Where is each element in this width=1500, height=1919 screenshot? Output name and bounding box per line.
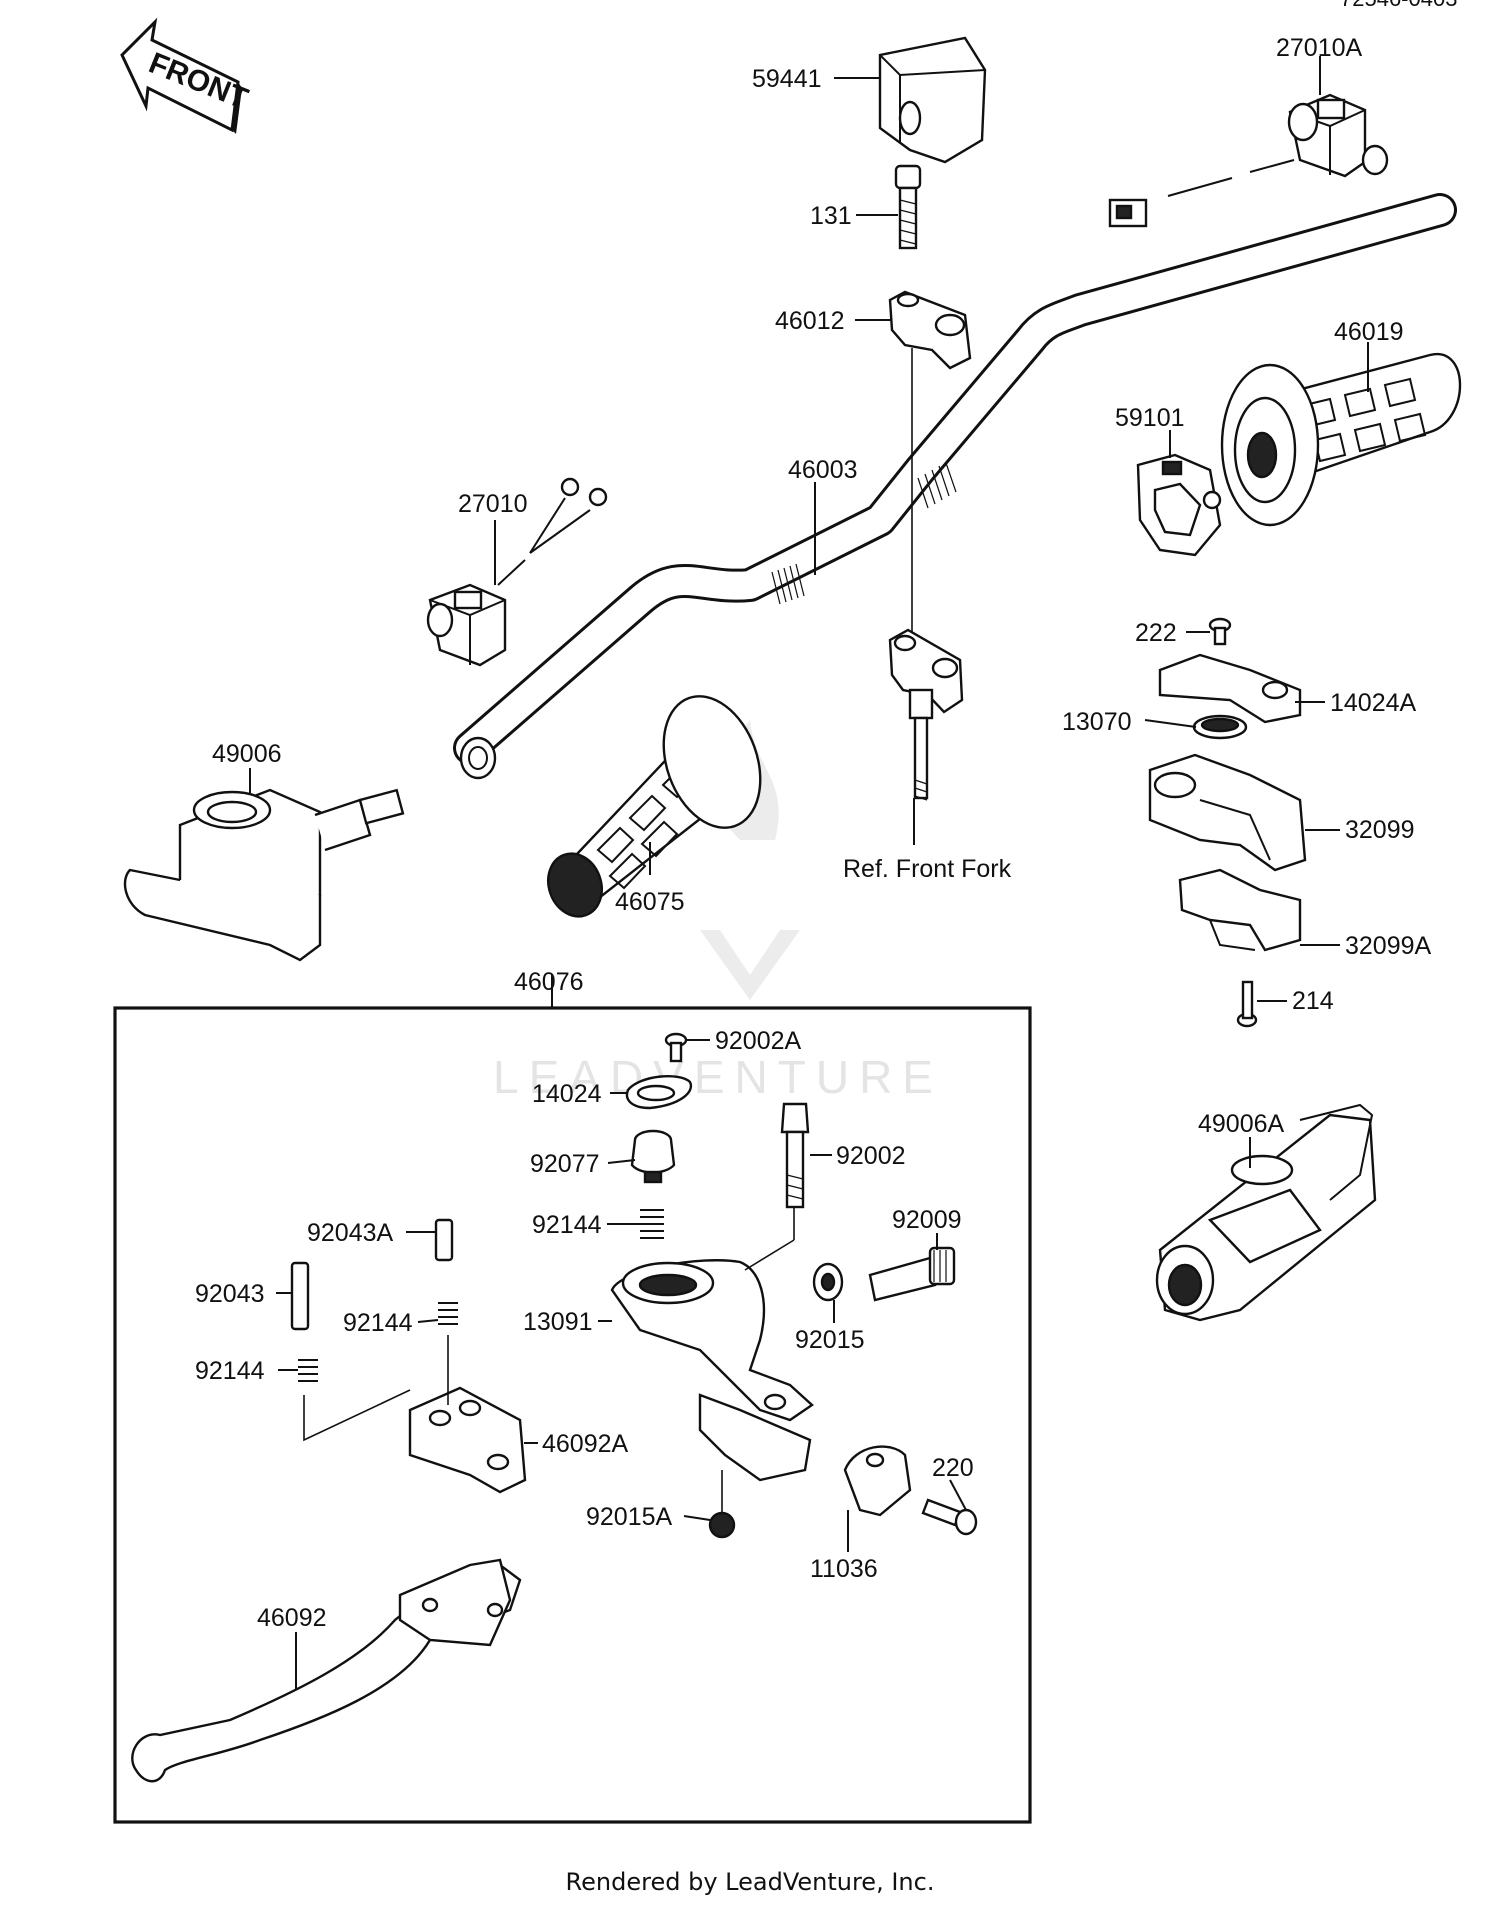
nut-92015 <box>812 1262 844 1302</box>
label-46003: 46003 <box>788 456 858 484</box>
lower-holder <box>888 628 964 801</box>
label-92015: 92015 <box>795 1326 865 1354</box>
assembly-box-46076 <box>113 1006 1032 1824</box>
label-92015A: 92015A <box>586 1503 673 1531</box>
label-220: 220 <box>932 1454 974 1482</box>
label-46012: 46012 <box>775 307 845 335</box>
pin-92043A <box>434 1218 454 1262</box>
holder-46092A <box>408 1386 527 1494</box>
piston-92077 <box>630 1129 676 1184</box>
label-13091: 13091 <box>523 1308 593 1336</box>
label-14024: 14024 <box>532 1080 602 1108</box>
front-arrow: FRONT <box>120 17 252 134</box>
label-92077: 92077 <box>530 1150 600 1178</box>
switch-27010A <box>1108 93 1389 228</box>
cover-59441 <box>878 36 987 164</box>
label-59441: 59441 <box>752 65 822 93</box>
lever-46092 <box>131 1558 522 1783</box>
housing-32099A <box>1178 868 1302 952</box>
gasket-14024 <box>625 1075 693 1110</box>
housing-59101 <box>1136 453 1222 557</box>
label-27010A: 27010A <box>1276 34 1363 62</box>
label-46076: 46076 <box>514 968 584 996</box>
label-222: 222 <box>1135 619 1177 647</box>
spring-92144-mid <box>438 1302 458 1325</box>
holder-46012 <box>888 290 972 370</box>
label-49006: 49006 <box>212 740 282 768</box>
watermark-text: LEADVENTURE <box>493 1051 943 1103</box>
label-59101: 59101 <box>1115 404 1185 432</box>
label-49006A: 49006A <box>1198 1110 1285 1138</box>
screw-214 <box>1236 980 1258 1028</box>
label-92043A: 92043A <box>307 1219 394 1247</box>
bolt-92002 <box>780 1102 810 1209</box>
screw-222 <box>1208 617 1232 646</box>
label-27010: 27010 <box>458 490 528 518</box>
pivot-11036 <box>843 1445 912 1517</box>
adjuster-92009 <box>868 1246 956 1302</box>
label-32099A: 32099A <box>1345 932 1432 960</box>
label-92002: 92002 <box>836 1142 906 1170</box>
bracket-14024A <box>1158 653 1302 724</box>
label-14024A: 14024A <box>1330 689 1417 717</box>
label-92043: 92043 <box>195 1280 265 1308</box>
label-92144-left: 92144 <box>195 1357 265 1385</box>
spring-13070 <box>1192 714 1248 740</box>
label-46019: 46019 <box>1334 318 1404 346</box>
label-11036: 11036 <box>810 1555 878 1583</box>
label-32099: 32099 <box>1345 816 1415 844</box>
housing-32099 <box>1148 753 1307 872</box>
grip-46019 <box>1220 352 1462 527</box>
holder-49006A <box>1155 1103 1377 1322</box>
label-46092A: 46092A <box>542 1430 629 1458</box>
footer-credit: Rendered by LeadVenture, Inc. <box>565 1868 935 1896</box>
label-ref-front-fork: Ref. Front Fork <box>843 855 1012 883</box>
switch-27010 <box>426 477 608 667</box>
spring-92144-left <box>298 1359 318 1382</box>
handlebar-46003 <box>453 193 1457 780</box>
master-cylinder-13091 <box>610 1259 814 1482</box>
spring-92144-top <box>640 1209 664 1239</box>
screw-220 <box>921 1498 978 1536</box>
bolt-131 <box>894 164 922 250</box>
grip-46075 <box>547 695 762 918</box>
label-92009: 92009 <box>892 1206 962 1234</box>
pin-92043 <box>290 1261 310 1331</box>
label-46075: 46075 <box>615 888 685 916</box>
holder-49006 <box>123 788 405 962</box>
nut-92015A <box>708 1511 736 1539</box>
label-131: 131 <box>810 202 852 230</box>
label-92144-mid: 92144 <box>343 1309 413 1337</box>
label-214: 214 <box>1292 987 1334 1015</box>
part-labels: 59441 27010A 131 46012 46019 59101 46003… <box>195 34 1432 1632</box>
label-92002A: 92002A <box>715 1027 802 1055</box>
label-46092: 46092 <box>257 1604 327 1632</box>
leader-lines <box>249 56 1369 1690</box>
label-92144-top: 92144 <box>532 1211 602 1239</box>
reference-code: 72546-0403 <box>1340 0 1457 12</box>
label-13070: 13070 <box>1062 708 1132 736</box>
